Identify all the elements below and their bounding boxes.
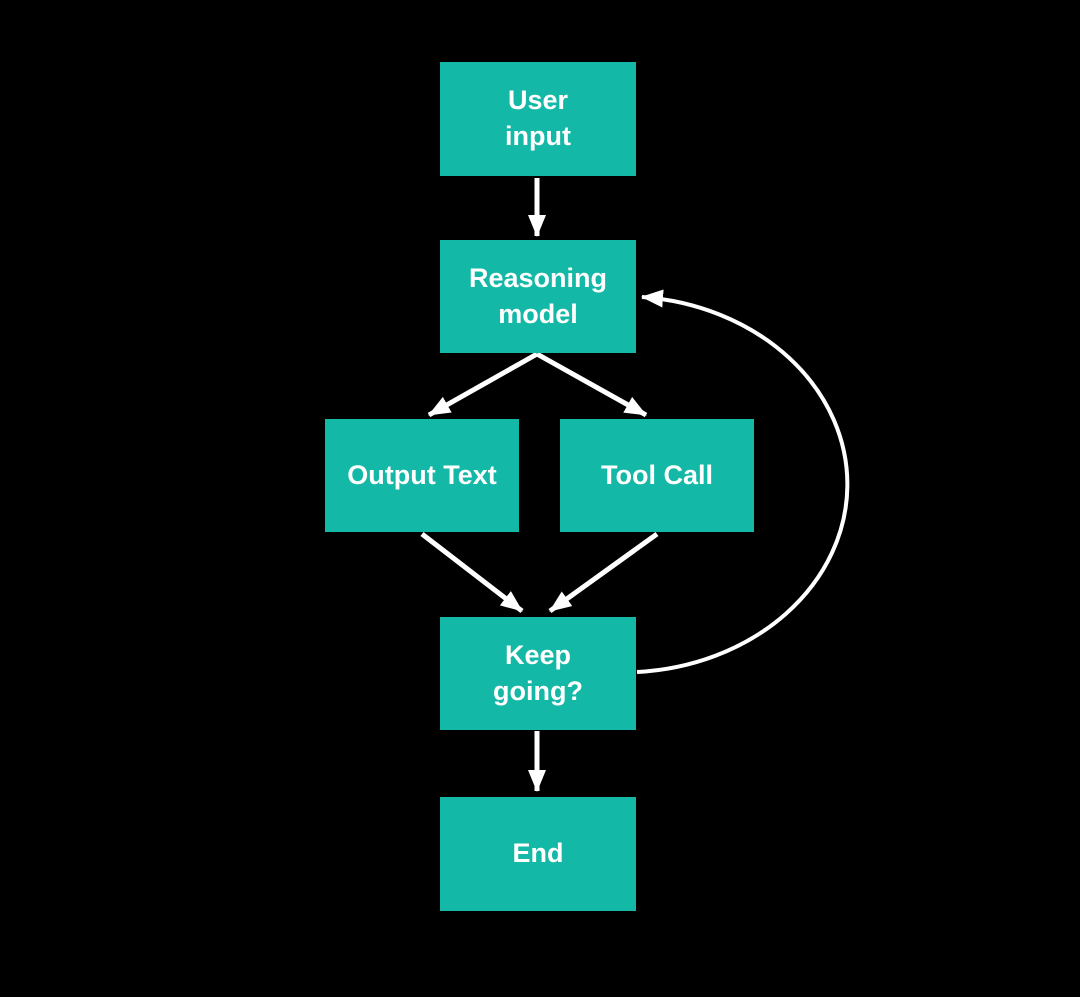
edge-reasoning-model-to-output-text — [427, 351, 539, 418]
node-label-tool-call: Tool Call — [601, 459, 713, 490]
edge-keep-going-loop-to-reasoning-model — [636, 289, 850, 674]
node-end: End — [440, 797, 636, 911]
node-label-output-text: Output Text — [347, 459, 497, 490]
node-reasoning-model: Reasoning model — [440, 240, 636, 353]
node-user-input: User input — [440, 62, 636, 176]
node-label-keep-going: Keep going? — [493, 639, 583, 706]
node-label-user-input: User input — [505, 85, 571, 151]
node-output-text: Output Text — [325, 419, 519, 532]
node-label-end: End — [512, 838, 564, 869]
node-tool-call: Tool Call — [560, 419, 754, 532]
edge-output-text-to-keep-going — [420, 532, 524, 613]
node-keep-going: Keep going? — [440, 617, 636, 730]
edges-group — [420, 178, 850, 792]
node-label-reasoning-model: Reasoning model — [468, 262, 608, 329]
edge-reasoning-model-to-tool-call — [535, 351, 648, 418]
edge-tool-call-to-keep-going — [548, 531, 659, 614]
